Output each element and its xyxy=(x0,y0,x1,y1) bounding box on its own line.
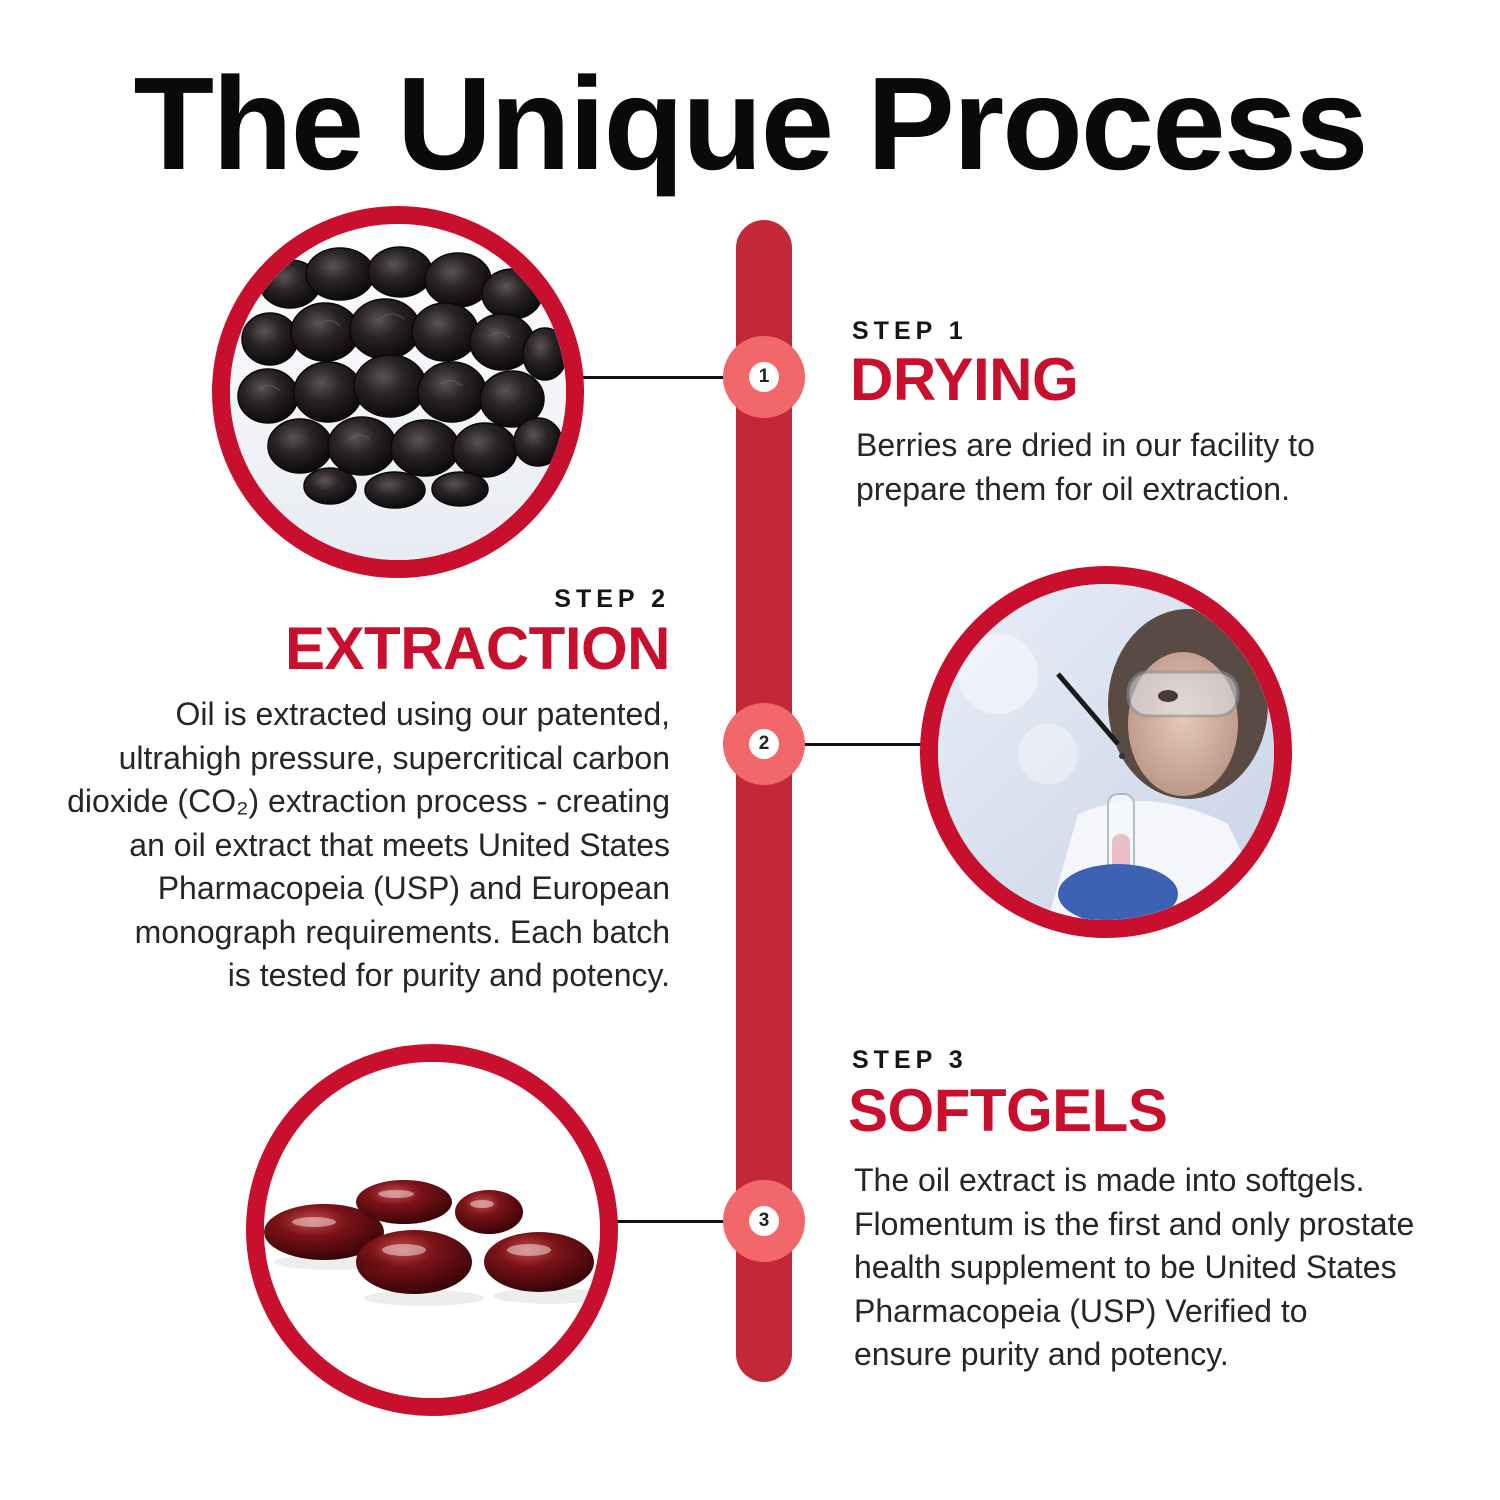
step-2-heading: EXTRACTION xyxy=(285,615,671,682)
step-2-body-line: Pharmacopeia (USP) and European xyxy=(157,870,670,906)
step-3-body-line: Pharmacopeia (USP) Verified to xyxy=(854,1292,1308,1329)
softgels-photo xyxy=(246,1044,618,1416)
step-node-1: 1 xyxy=(723,336,805,418)
step-2-body-line: an oil extract that meets United States xyxy=(129,826,670,863)
step-3-body-line: ensure purity and potency. xyxy=(854,1336,1229,1372)
step-3-label: STEP 3 xyxy=(852,1046,968,1074)
step-3-body-line: Flomentum is the first and only prostate xyxy=(854,1205,1415,1242)
step-number-3: 3 xyxy=(749,1206,779,1236)
step-node-2: 2 xyxy=(723,703,805,785)
step-1-body: Berries are dried in our facility to pre… xyxy=(856,424,1315,511)
step-node-3: 3 xyxy=(723,1180,805,1262)
connector-step-2 xyxy=(792,743,924,746)
connector-step-1 xyxy=(566,376,736,379)
step-number-2: 2 xyxy=(749,729,779,759)
step-2-body: Oil is extracted using our patented, ult… xyxy=(67,693,670,998)
step-2-body-line: ultrahigh pressure, supercritical carbon xyxy=(118,739,670,776)
step-2-body-line: monograph requirements. Each batch xyxy=(134,913,670,950)
page-title: The Unique Process xyxy=(133,50,1368,197)
step-2-body-line: dioxide (CO₂) extraction process - creat… xyxy=(67,783,670,819)
step-3-heading: SOFTGELS xyxy=(848,1077,1168,1144)
step-3-body-line: The oil extract is made into softgels. xyxy=(854,1162,1365,1198)
step-3-body-line: health supplement to be United States xyxy=(854,1249,1397,1285)
step-1-label: STEP 1 xyxy=(852,317,968,345)
step-2-label: STEP 2 xyxy=(554,585,670,613)
step-2-body-line: Oil is extracted using our patented, xyxy=(175,696,671,732)
step-2-body-line: is tested for purity and potency. xyxy=(227,957,670,993)
step-3-body: The oil extract is made into softgels. F… xyxy=(854,1159,1414,1377)
dried-berries-photo xyxy=(212,206,584,578)
step-1-body-line: Berries are dried in our facility to xyxy=(856,427,1315,463)
step-1-heading: DRYING xyxy=(850,346,1079,413)
step-1-body-line: prepare them for oil extraction. xyxy=(856,470,1290,507)
lab-scientist-photo xyxy=(920,566,1292,938)
connector-step-3 xyxy=(597,1220,736,1223)
step-number-1: 1 xyxy=(749,362,779,392)
